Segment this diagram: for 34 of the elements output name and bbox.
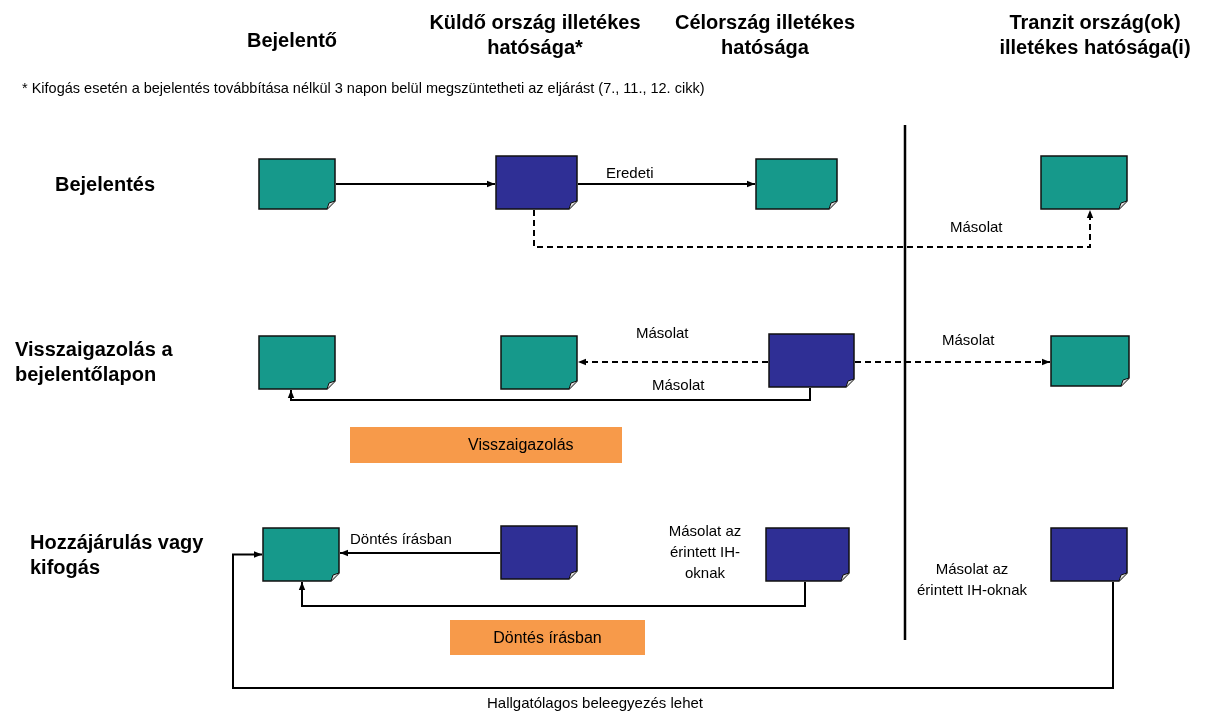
- label-box: Döntés írásban: [450, 620, 645, 655]
- document-icon: [258, 158, 336, 210]
- document-icon: [500, 525, 578, 580]
- arrow: [339, 549, 501, 557]
- document-icon: [1050, 335, 1130, 387]
- document-icon: [755, 158, 838, 210]
- column-header: Célország illetékes hatósága: [673, 10, 857, 60]
- document-icon: [1050, 527, 1128, 582]
- node-caption: Másolat az érintett IH-oknak: [915, 559, 1028, 600]
- row-label: Hozzájárulás vagy kifogás: [30, 530, 205, 580]
- arrow: [287, 387, 811, 401]
- arrow: [533, 209, 1094, 248]
- column-header: Bejelentő: [246, 28, 338, 53]
- document-icon: [500, 335, 578, 390]
- arrow: [298, 581, 806, 607]
- arrow: [577, 358, 769, 366]
- document-icon: [262, 527, 340, 582]
- row-label: Visszaigazolás a bejelentőlapon: [15, 337, 174, 387]
- arrow: [577, 180, 756, 188]
- document-icon: [258, 335, 336, 390]
- node-caption: Másolat az érintett IH-oknak: [667, 521, 743, 583]
- row-label: Bejelentés: [55, 172, 157, 197]
- document-icon: [765, 527, 850, 582]
- column-header: Tranzit ország(ok) illetékes hatósága(i): [998, 10, 1192, 60]
- document-icon: [768, 333, 855, 388]
- footnote: * Kifogás esetén a bejelentés továbbítása nélkül 3 napon belül megszüntetheti az eljárást (7., 11., 12. cikk): [22, 80, 706, 96]
- document-icon: [1040, 155, 1128, 210]
- arrow: [854, 358, 1051, 366]
- edge-label: Hallgatólagos beleegyezés lehet: [485, 694, 705, 712]
- document-icon: [495, 155, 578, 210]
- arrow: [232, 551, 1114, 689]
- label-box: Visszaigazolás: [350, 427, 622, 463]
- arrow: [335, 180, 496, 188]
- column-header: Küldő ország illetékes hatósága*: [428, 10, 642, 60]
